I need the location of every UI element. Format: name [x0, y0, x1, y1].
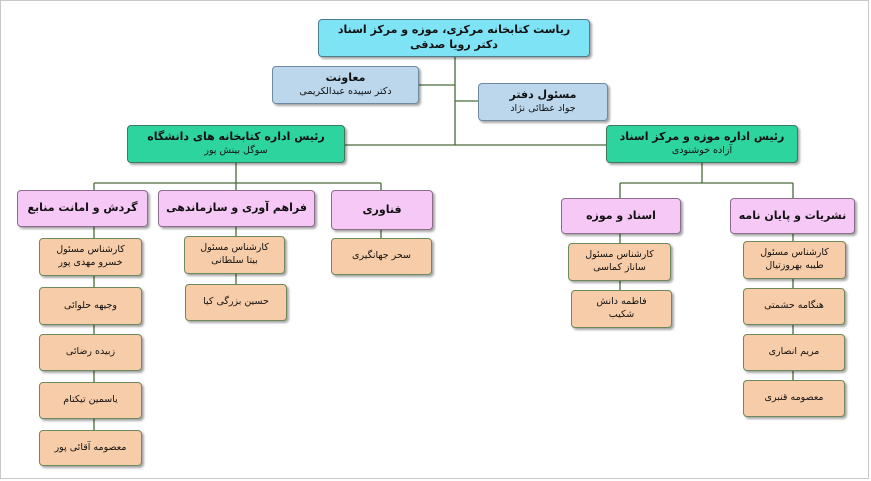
unit-title: گردش و امانت منابع: [27, 201, 138, 215]
staff-technology-1: سحر جهانگیری: [331, 238, 432, 275]
museum-box: رئیس اداره موزه و مرکز اسناد آزاده خوشنو…: [606, 125, 798, 163]
library-title: رئیس اداره کتابخانه های دانشگاه: [147, 130, 325, 144]
staff-circulation-5: معصومه آقائی پور: [39, 430, 142, 466]
head-box: ریاست کتابخانه مرکزی، موزه و مرکز اسناد …: [318, 19, 590, 57]
unit-publications: نشریات و پایان نامه: [730, 198, 855, 234]
museum-name: آزاده خوشنودی: [671, 145, 733, 157]
staff-circulation-1: کارشناس مسئول خسرو مهدی پور: [39, 238, 142, 276]
staff-name: کارشناس مسئول ساناز کماسی: [585, 249, 654, 273]
head-name: دکتر رویا صدقی: [410, 38, 498, 51]
unit-technology: فناوری: [331, 190, 433, 230]
staff-name: معصومه قنبری: [764, 392, 824, 404]
staff-name: وجیهه حلوائی: [64, 299, 117, 311]
deputy-title: معاونت: [325, 71, 366, 85]
staff-name: کارشناس مسئول بیتا سلطانی: [200, 242, 269, 266]
office-box: مسئول دفتر جواد عطائی نژاد: [478, 83, 608, 121]
unit-title: فناوری: [362, 202, 402, 216]
staff-name: کارشناس مسئول خسرو مهدی پور: [56, 244, 125, 268]
staff-name: سحر جهانگیری: [352, 250, 411, 262]
staff-publications-3: مریم انصاری: [743, 334, 845, 371]
staff-circulation-4: یاسمین تیکتام: [39, 382, 142, 419]
connector-library: [93, 163, 382, 190]
staff-acquisition-2: حسین بزرگی کیا: [185, 284, 287, 321]
office-name: جواد عطائی نژاد: [510, 103, 576, 115]
connector-museum: [619, 163, 794, 198]
staff-name: هنگامه حشمتی: [764, 300, 824, 312]
library-name: سوگل بینش پور: [204, 145, 268, 157]
office-title: مسئول دفتر: [509, 88, 577, 102]
unit-title: نشریات و پایان نامه: [738, 208, 847, 222]
staff-publications-4: معصومه قنبری: [743, 380, 845, 417]
staff-publications-2: هنگامه حشمتی: [743, 288, 845, 325]
staff-name: کارشناس مسئول طیبه بهروزتیال: [760, 247, 829, 271]
unit-circulation: گردش و امانت منابع: [17, 190, 148, 227]
deputy-name: دکتر سپیده عبدالکریمی: [299, 86, 392, 98]
staff-documents-1: کارشناس مسئول ساناز کماسی: [568, 243, 671, 281]
unit-title: فراهم آوری و سازماندهی: [166, 201, 307, 215]
staff-circulation-3: زبیده رضائی: [39, 334, 142, 371]
unit-acquisition: فراهم آوری و سازماندهی: [158, 190, 315, 227]
staff-name: زبیده رضائی: [65, 346, 116, 358]
unit-documents: اسناد و موزه: [561, 198, 681, 234]
staff-name: حسین بزرگی کیا: [203, 296, 269, 308]
staff-name: فاطمه دانش شکیب: [596, 296, 647, 320]
staff-acquisition-1: کارشناس مسئول بیتا سلطانی: [184, 236, 285, 274]
museum-title: رئیس اداره موزه و مرکز اسناد: [619, 130, 785, 144]
staff-publications-1: کارشناس مسئول طیبه بهروزتیال: [743, 241, 846, 279]
staff-documents-2: فاطمه دانش شکیب: [571, 290, 672, 328]
staff-name: مریم انصاری: [768, 346, 820, 358]
deputy-box: معاونت دکتر سپیده عبدالکریمی: [272, 66, 419, 104]
staff-name: معصومه آقائی پور: [54, 441, 127, 453]
staff-circulation-2: وجیهه حلوائی: [39, 287, 142, 325]
library-box: رئیس اداره کتابخانه های دانشگاه سوگل بین…: [127, 125, 345, 163]
unit-title: اسناد و موزه: [586, 208, 656, 222]
staff-name: یاسمین تیکتام: [63, 394, 118, 406]
head-title: ریاست کتابخانه مرکزی، موزه و مرکز اسناد: [337, 23, 571, 37]
